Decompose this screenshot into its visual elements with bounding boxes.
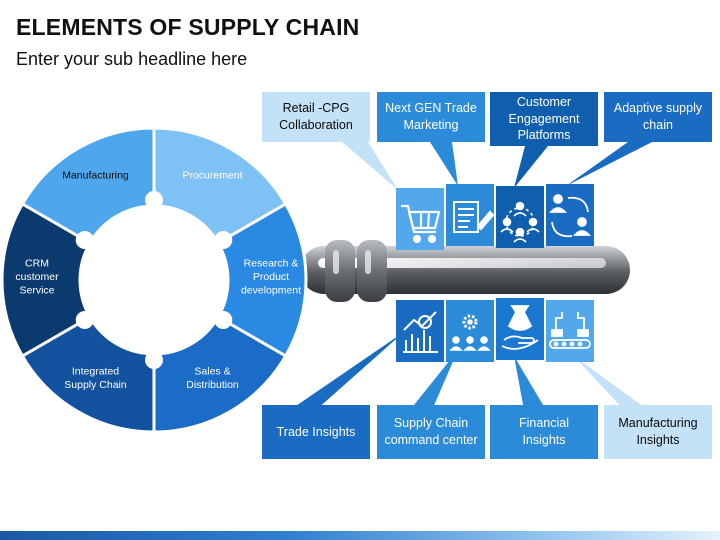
analytics-chart-icon: [403, 311, 438, 353]
ring-segment-6: [0, 201, 92, 359]
ring-knob-2: [214, 231, 233, 249]
callout-adaptive: Adaptive supply chain: [604, 92, 712, 142]
icon-tile-manufacturing-insights: [546, 300, 594, 362]
shopping-cart-icon: [401, 204, 441, 244]
key-collar-right: [357, 240, 387, 302]
ring-center-hole: [81, 207, 227, 353]
callout-supply-command: Supply Chain command center: [377, 405, 485, 459]
callout-manufacturing-insights-label: Manufacturing Insights: [618, 416, 698, 447]
ring-knob-3: [214, 311, 233, 329]
ring-label-1: Manufacturing: [62, 170, 129, 182]
callout-retail-cpg-label: Retail -CPG Collaboration: [279, 101, 353, 132]
callout-customer-engagement-label: Customer Engagement Platforms: [508, 94, 580, 143]
callout-retail-cpg: Retail -CPG Collaboration: [262, 92, 370, 142]
callout-trade-insights: Trade Insights: [262, 405, 370, 459]
ring-segment-5: [20, 314, 156, 434]
ring-knob-5: [75, 311, 94, 329]
icon-tile-adaptive: [546, 184, 594, 246]
ring-segment-4: [152, 314, 288, 434]
footer-gradient-bar: [0, 531, 720, 540]
callout-financial-label: Financial Insights: [518, 416, 570, 447]
callout-customer-engagement: Customer Engagement Platforms: [490, 92, 598, 146]
callout-adaptive-label: Adaptive supply chain: [613, 101, 703, 132]
ring-label-4: Sales &Distribution: [186, 366, 239, 392]
page-subtitle: Enter your sub headline here: [16, 49, 248, 69]
ring-label-2: Procurement: [182, 170, 242, 182]
icon-tile-financial: [496, 298, 544, 360]
money-hand-icon: [501, 305, 539, 350]
ring-segment-3: [216, 201, 308, 359]
network-people-icon: [500, 201, 540, 243]
key-collar-left: [325, 240, 355, 302]
ring-segment-1: [20, 126, 156, 246]
icon-tile-supply-command: [446, 300, 494, 362]
icon-tile-customer-engagement: [496, 186, 544, 248]
top-callout-pointers: [342, 142, 652, 190]
team-gear-icon: [449, 314, 491, 351]
icon-tile-retail: [396, 188, 444, 250]
page-title: ELEMENTS OF SUPPLY CHAIN: [16, 14, 360, 40]
callout-next-gen-trade-label: Next GEN Trade Marketing: [385, 101, 477, 132]
icon-tile-trade-marketing: [446, 184, 495, 246]
callout-manufacturing-insights: Manufacturing Insights: [604, 405, 712, 459]
factory-robots-icon: [549, 312, 591, 349]
icon-tile-trade-insights: [396, 300, 444, 362]
callout-supply-command-label: Supply Chain command center: [384, 416, 478, 447]
ring-segment-2: [152, 126, 288, 246]
callout-financial: Financial Insights: [490, 405, 598, 459]
puzzle-ring: [0, 126, 308, 434]
ring-knob-1: [145, 191, 163, 209]
document-pen-icon: [453, 201, 495, 233]
bottom-callout-pointers: [290, 332, 648, 410]
puzzle-ring-knobs: [75, 191, 233, 369]
key-shaft: [300, 240, 630, 302]
ring-knob-4: [145, 351, 163, 369]
callout-trade-insights-label: Trade Insights: [276, 424, 356, 439]
ring-knob-6: [75, 231, 94, 249]
people-cycle-icon: [549, 194, 591, 238]
callout-next-gen-trade: Next GEN Trade Marketing: [377, 92, 485, 142]
